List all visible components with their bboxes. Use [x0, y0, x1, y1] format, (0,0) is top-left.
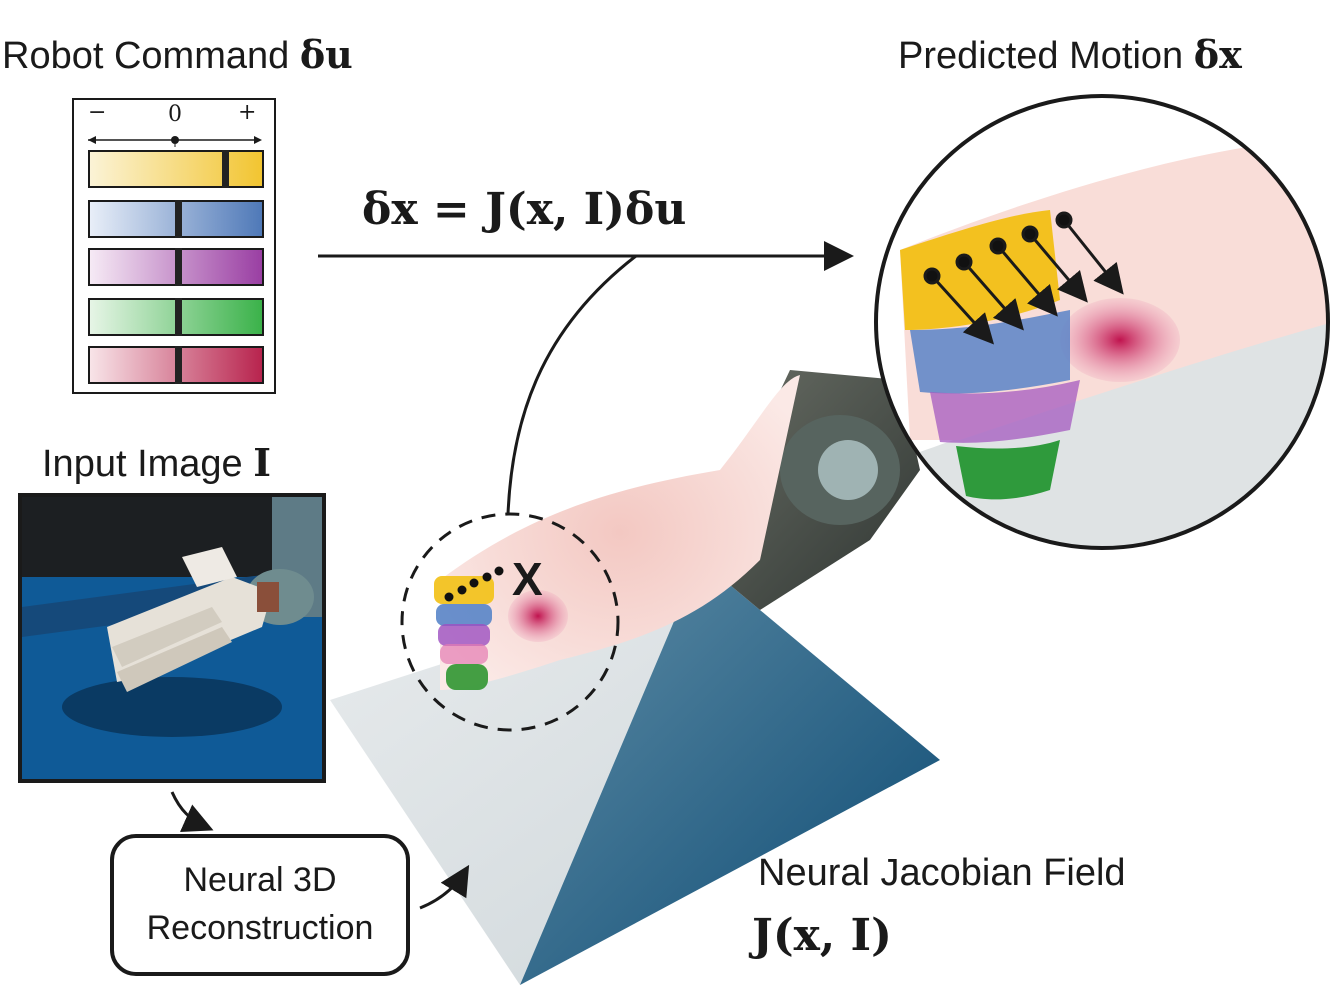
- command-bar: [88, 150, 264, 188]
- dashed-focus-circle: [400, 512, 620, 732]
- jacobian-equation: δx = J(x, I)δu: [362, 184, 687, 235]
- predicted-motion-title: Predicted Motion δx: [898, 32, 1242, 78]
- input-image-title: Input Image I: [42, 440, 271, 486]
- robot-command-title: Robot Command δu: [2, 32, 353, 78]
- zero-symbol: 0: [168, 102, 182, 127]
- reconstruction-line2: Reconstruction: [146, 909, 374, 947]
- command-bar-marker: [175, 248, 182, 286]
- input-photo-illustration: [22, 497, 322, 779]
- command-axis: [88, 136, 262, 150]
- robot-command-symbol: δu: [299, 32, 353, 77]
- command-bar-marker: [175, 298, 182, 336]
- zoomed-view: [876, 96, 1328, 548]
- command-bar: [88, 200, 264, 238]
- neural-field-title: Neural Jacobian Field: [758, 852, 1126, 894]
- input-image-symbol: I: [253, 440, 272, 485]
- gripper-body-reconstruction: [434, 375, 800, 690]
- command-panel: − 0 +: [72, 98, 276, 394]
- input-image-photo: [18, 493, 326, 783]
- minus-symbol: −: [88, 100, 107, 125]
- predicted-motion-text: Predicted Motion: [898, 35, 1184, 77]
- command-bar: [88, 346, 264, 384]
- command-bar: [88, 298, 264, 336]
- command-bar: [88, 248, 264, 286]
- connector-curve: [506, 254, 637, 515]
- input-to-recon-arrow: [170, 791, 214, 832]
- command-bar-marker: [175, 200, 182, 238]
- recon-to-field-arrow: [419, 864, 470, 910]
- point-label: X: [512, 553, 543, 605]
- neural-field-formula: J(x, I): [752, 910, 892, 961]
- zoom-circle-border: [874, 94, 1330, 550]
- reconstruction-box: Neural 3D Reconstruction: [110, 834, 410, 976]
- robot-command-text: Robot Command: [2, 35, 290, 77]
- command-bar-marker: [175, 346, 182, 384]
- query-points: [444, 566, 504, 602]
- reconstruction-line1: Neural 3D: [183, 861, 337, 900]
- predicted-motion-symbol: δx: [1193, 32, 1242, 77]
- command-bar-marker: [221, 150, 229, 188]
- plus-symbol: +: [238, 100, 257, 125]
- input-image-text: Input Image: [42, 443, 243, 485]
- motion-arrows: [923, 211, 1124, 345]
